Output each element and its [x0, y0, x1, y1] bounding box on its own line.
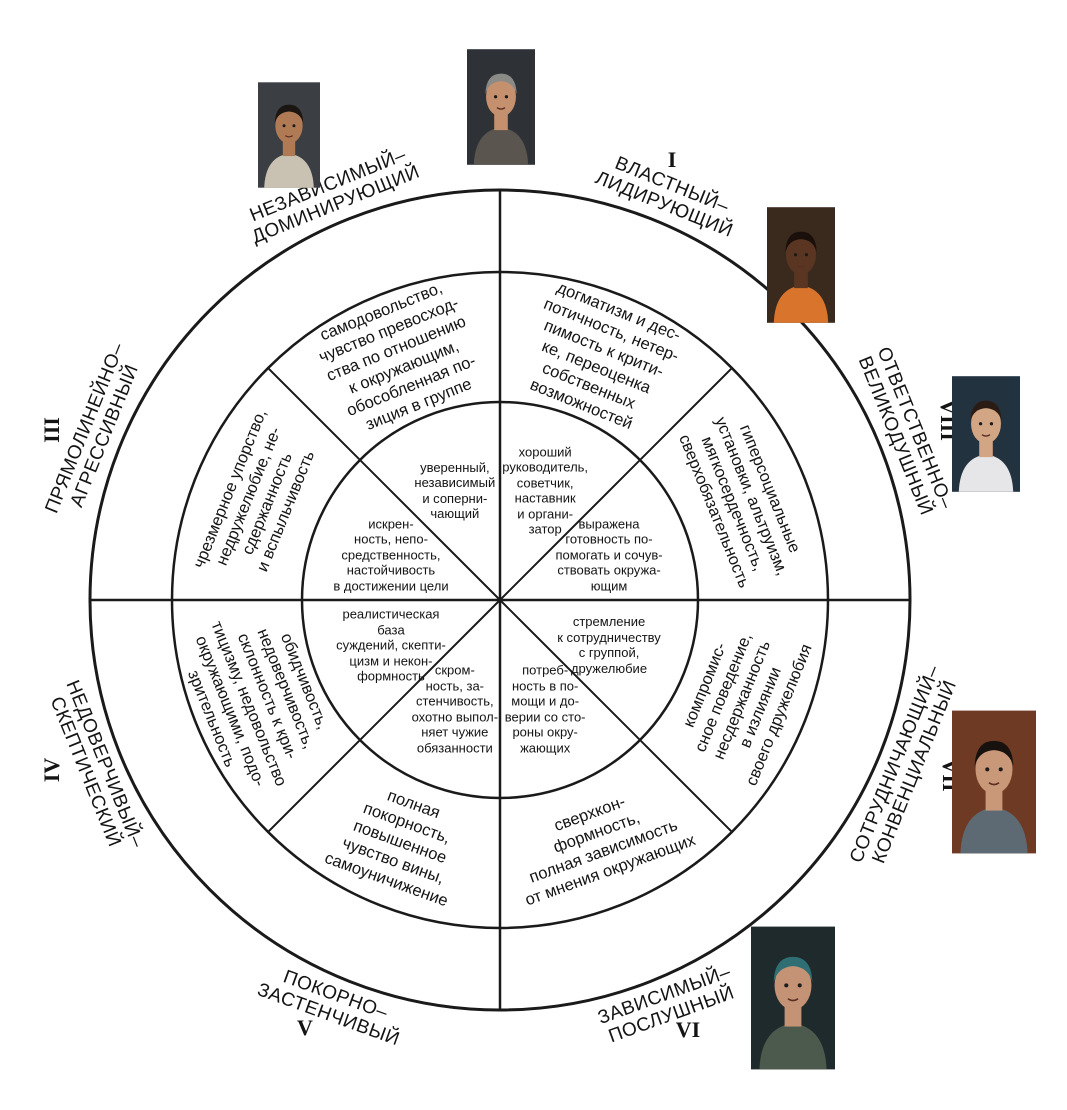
divider-line	[267, 367, 501, 601]
portrait-man-asian	[952, 708, 1036, 856]
octant-inner-description: потреб- ность в по- мощи и до- верии со …	[504, 662, 586, 756]
octant-numeral: VI	[675, 1017, 701, 1042]
octant-numeral: III	[39, 417, 64, 443]
divider-line	[267, 599, 501, 833]
octant-inner-description: реалистическая база суждений, скепти- ци…	[336, 606, 446, 684]
octant-inner-description: скром- ность, за- стенчивость, охотно вы…	[411, 662, 499, 756]
octant-dividers	[90, 190, 910, 1010]
octant-inner-description: хороший руководитель, советчик, наставни…	[502, 444, 589, 537]
octant-numeral: IV	[39, 757, 64, 783]
portrait-woman-headscarf	[751, 925, 835, 1071]
octant-inner-description: стремление к сотрудничеству с группой, д…	[557, 614, 661, 676]
portrait-man-grey	[467, 48, 535, 166]
octant-inner-description: искрен- ность, непо- средственность, нас…	[333, 516, 449, 594]
portrait-man-beard	[258, 82, 320, 188]
portrait-woman-dark	[767, 206, 835, 324]
divider-line	[499, 367, 733, 601]
portrait-woman-brunette	[952, 375, 1020, 493]
octant-numeral: V	[297, 1015, 313, 1040]
octant-inner-description: выражена готовность по- помогать и сочув…	[555, 516, 663, 594]
divider-line	[499, 599, 733, 833]
octant-inner-description: уверенный, независимый и соперни- чающий	[414, 459, 496, 522]
octant-numeral: I	[667, 147, 677, 172]
